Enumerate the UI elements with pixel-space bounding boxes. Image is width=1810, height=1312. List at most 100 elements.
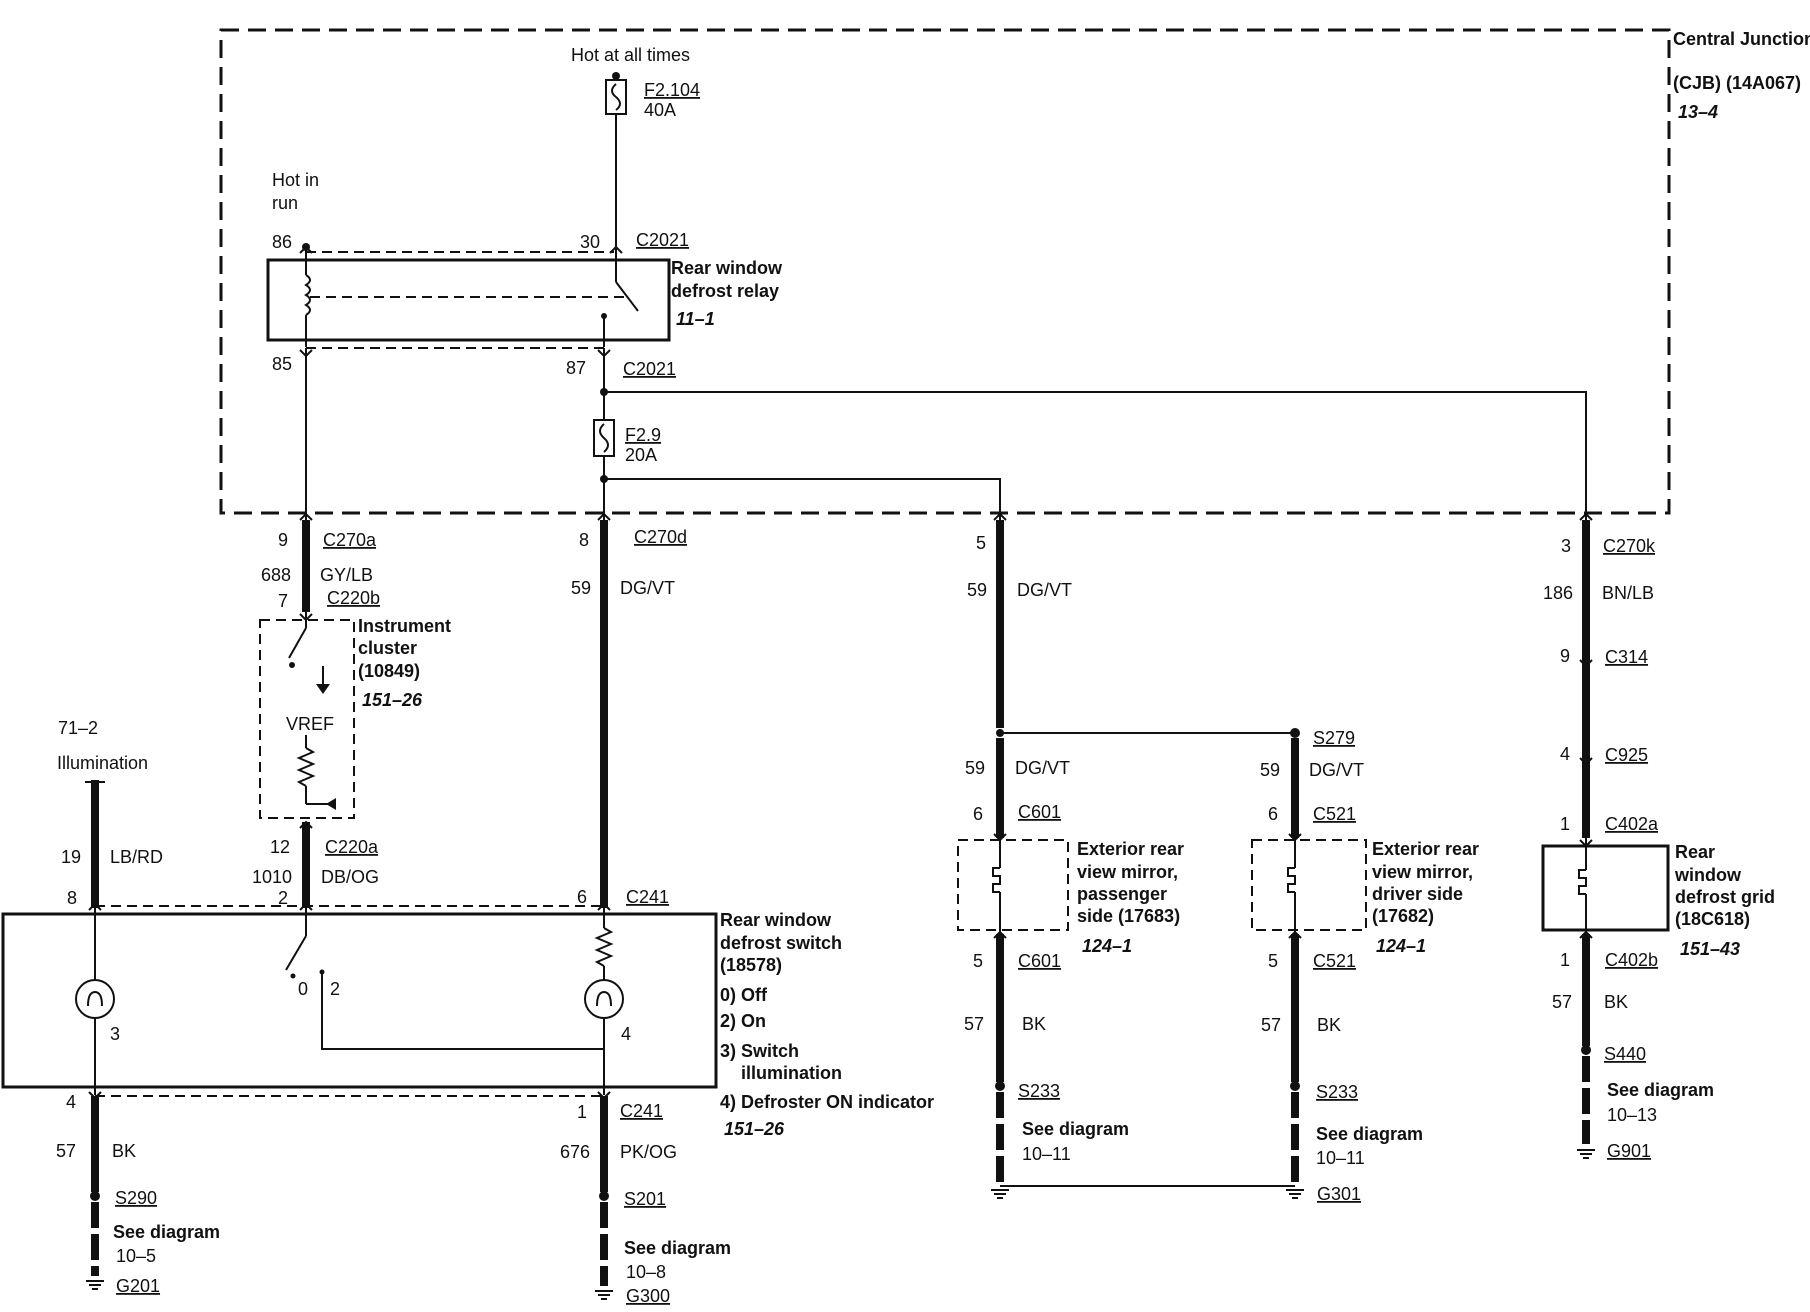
switch-legend-illum-1: 3) Switch — [720, 1041, 799, 1061]
color-bk-drv: BK — [1317, 1015, 1341, 1035]
cjb-outline — [219, 28, 1671, 515]
color-dgvt-pass: DG/VT — [1015, 758, 1070, 778]
relay-connector-top: C2021 — [636, 230, 689, 250]
grid-name-1: Rear — [1675, 842, 1715, 862]
mirror-driver-outline — [1251, 839, 1367, 931]
c925-label: C925 — [1605, 745, 1648, 765]
color-pkog: PK/OG — [620, 1142, 677, 1162]
cjb-abbr: (CJB) (14A067) — [1673, 73, 1801, 93]
hot-at-all-times-label: Hot at all times — [571, 45, 690, 65]
ground-pass-icon — [991, 1189, 1009, 1199]
mirror-passenger-heater — [992, 867, 1001, 893]
see-diagram-drv: See diagram — [1316, 1124, 1423, 1144]
c521-top-label: C521 — [1313, 804, 1356, 824]
mirror-driver-name-3: driver side — [1372, 884, 1463, 904]
splice-s440-dot — [1581, 1045, 1591, 1055]
illumination-label: Illumination — [57, 753, 148, 773]
pin-4-switch-bottom: 4 — [66, 1092, 76, 1112]
switch-pos-2: 2 — [330, 979, 340, 999]
grid-ref: 151–43 — [1680, 939, 1740, 959]
relay-pin-87: 87 — [566, 358, 586, 378]
hot-in-run-label-1: Hot in — [272, 170, 319, 190]
ground-g201: G201 — [116, 1276, 160, 1296]
grid-name-2: window — [1674, 865, 1742, 885]
mirror-driver-ref: 124–1 — [1376, 936, 1426, 956]
c241-top-label: C241 — [626, 887, 669, 907]
ground-g300-icon — [595, 1290, 613, 1300]
splice-s233-drv: S233 — [1316, 1082, 1358, 1102]
pin-1-c241: 1 — [577, 1102, 587, 1122]
relay-name-1: Rear window — [671, 258, 783, 278]
pin-1-c402b: 1 — [1560, 950, 1570, 970]
pin-7-c220b: 7 — [278, 591, 288, 611]
see-diagram-10-11-pass: 10–11 — [1022, 1144, 1071, 1164]
pin-8-switch: 8 — [67, 888, 77, 908]
wire-f29-to-c270d-5 — [604, 478, 1001, 520]
fuse-f29-rating: 20A — [625, 445, 657, 465]
instrument-cluster-outline — [259, 619, 355, 819]
connector-chevrons — [88, 245, 1593, 1100]
circuit-57-drv: 57 — [1261, 1015, 1281, 1035]
circuit-19: 19 — [61, 847, 81, 867]
cluster-code: (10849) — [358, 661, 420, 681]
splice-s233-drv-dot — [1290, 1081, 1300, 1091]
color-dbog: DB/OG — [321, 867, 379, 887]
defrost-grid-element — [1578, 869, 1587, 895]
circuit-57-pass: 57 — [964, 1014, 984, 1034]
cluster-switch-contact — [289, 662, 295, 668]
pin-6-switch: 6 — [577, 887, 587, 907]
color-bk-pass: BK — [1022, 1014, 1046, 1034]
switch-contact-0 — [290, 973, 296, 979]
switch-pos-0: 0 — [298, 979, 308, 999]
mirror-passenger-name-3: passenger — [1077, 884, 1167, 904]
ground-g901: G901 — [1607, 1141, 1651, 1161]
switch-arm — [285, 935, 307, 971]
switch-to-lamp4-wire — [321, 972, 604, 1050]
color-bk-switch: BK — [112, 1141, 136, 1161]
cjb-ref: 13–4 — [1678, 102, 1718, 122]
cjb-name: Central Junction Box — [1673, 29, 1810, 49]
see-diagram-10-8: 10–8 — [626, 1262, 666, 1282]
c220b-label: C220b — [327, 588, 380, 608]
pin-5-c270d: 5 — [976, 533, 986, 553]
see-diagram-10-5: 10–5 — [116, 1246, 156, 1266]
defroster-indicator-lamp-icon — [584, 979, 624, 1019]
switch-code: (18578) — [720, 955, 782, 975]
switch-legend-indicator: 4) Defroster ON indicator — [720, 1092, 934, 1112]
switch-name-1: Rear window — [720, 910, 832, 930]
splice-s201: S201 — [624, 1189, 666, 1209]
c402b-label: C402b — [1605, 950, 1658, 970]
mirror-driver-heater — [1287, 867, 1296, 893]
color-dgvt-col2: DG/VT — [620, 578, 675, 598]
cluster-ref: 151–26 — [362, 690, 423, 710]
pin-1-c402a: 1 — [1560, 814, 1570, 834]
relay-ref: 11–1 — [676, 309, 715, 329]
illumination-ref: 71–2 — [58, 718, 98, 738]
c402a-label: C402a — [1605, 814, 1659, 834]
relay-body — [266, 258, 671, 342]
fuse-f29 — [593, 419, 615, 457]
circuit-57-grid: 57 — [1552, 992, 1572, 1012]
c601-bottom-label: C601 — [1018, 951, 1061, 971]
ground-g301: G301 — [1317, 1184, 1361, 1204]
pin-3-c270k: 3 — [1561, 536, 1571, 556]
relay-contact-arm — [615, 281, 639, 312]
mirror-driver-name-1: Exterior rear — [1372, 839, 1479, 859]
fuse-f2104-id: F2.104 — [644, 80, 700, 100]
color-bnlb: BN/LB — [1602, 583, 1654, 603]
pin-12-c220a: 12 — [270, 837, 290, 857]
splice-s233-pass-dot — [995, 1081, 1005, 1091]
pin-3-label: 3 — [110, 1024, 120, 1044]
circuit-186: 186 — [1543, 583, 1573, 603]
circuit-59-drv: 59 — [1260, 760, 1280, 780]
mirror-passenger-name-4: side (17683) — [1077, 906, 1180, 926]
pin-4-lamp: 4 — [621, 1024, 631, 1044]
relay-coil — [304, 274, 311, 316]
c314-label: C314 — [1605, 647, 1648, 667]
defrost-grid-body — [1541, 844, 1670, 932]
see-diagram-g201: See diagram — [113, 1222, 220, 1242]
relay-name-2: defrost relay — [671, 281, 779, 301]
c220a-label: C220a — [325, 837, 379, 857]
mirror-passenger-outline — [957, 839, 1069, 931]
